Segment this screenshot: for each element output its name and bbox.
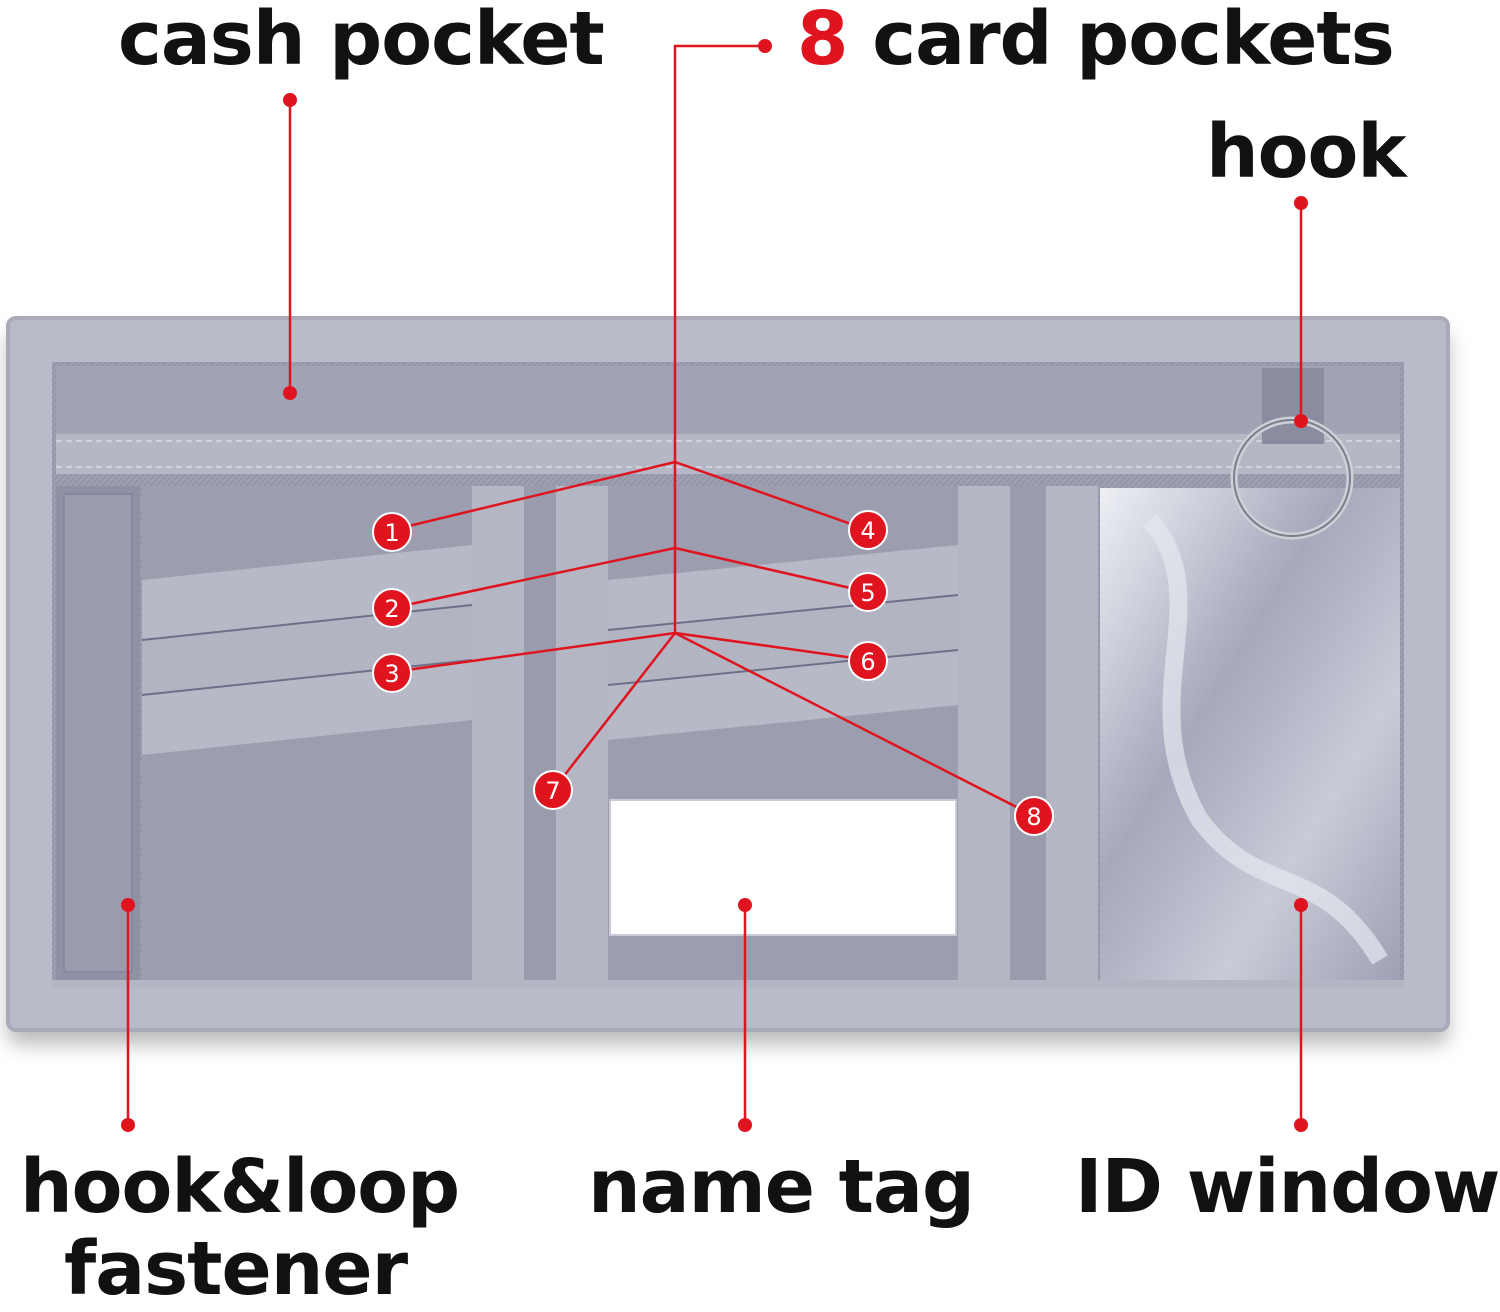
id-window-label: ID window bbox=[1075, 1144, 1500, 1230]
card-pocket-badge-3: 3 bbox=[372, 653, 412, 693]
card-pockets-text: card pockets bbox=[872, 0, 1395, 82]
hook-loop-label-line1: hook&loop bbox=[20, 1144, 460, 1230]
name-tag-label: name tag bbox=[588, 1144, 975, 1230]
badge-number: 4 bbox=[860, 517, 875, 545]
id-window bbox=[1100, 488, 1400, 980]
hook-loop-label-line2: fastener bbox=[64, 1226, 408, 1312]
card-pockets-label: 8 card pockets bbox=[797, 2, 1395, 76]
badge-number: 8 bbox=[1026, 803, 1041, 831]
badge-number: 3 bbox=[384, 660, 399, 688]
badge-number: 7 bbox=[545, 777, 560, 805]
card-pocket-badge-6: 6 bbox=[848, 641, 888, 681]
card-pocket-badge-4: 4 bbox=[848, 510, 888, 550]
cash-pocket-label: cash pocket bbox=[118, 0, 605, 82]
card-pockets-count: 8 bbox=[797, 0, 848, 82]
badge-number: 5 bbox=[860, 579, 875, 607]
hook-tab bbox=[1262, 368, 1324, 444]
card-pocket-badge-2: 2 bbox=[372, 588, 412, 628]
card-pocket-badge-1: 1 bbox=[372, 512, 412, 552]
callout-lines bbox=[126, 44, 1303, 1125]
callout-dots bbox=[121, 39, 1308, 1132]
card-pocket-badge-8: 8 bbox=[1014, 796, 1054, 836]
card-pocket-badge-7: 7 bbox=[533, 770, 573, 810]
badge-number: 6 bbox=[860, 648, 875, 676]
name-tag-window bbox=[609, 799, 957, 936]
badge-number: 2 bbox=[384, 595, 399, 623]
badge-number: 1 bbox=[384, 519, 399, 547]
hook-label: hook bbox=[1206, 109, 1407, 195]
wallet-body bbox=[6, 316, 1450, 1032]
card-pocket-badge-5: 5 bbox=[848, 572, 888, 612]
cash-pocket bbox=[56, 366, 1400, 434]
